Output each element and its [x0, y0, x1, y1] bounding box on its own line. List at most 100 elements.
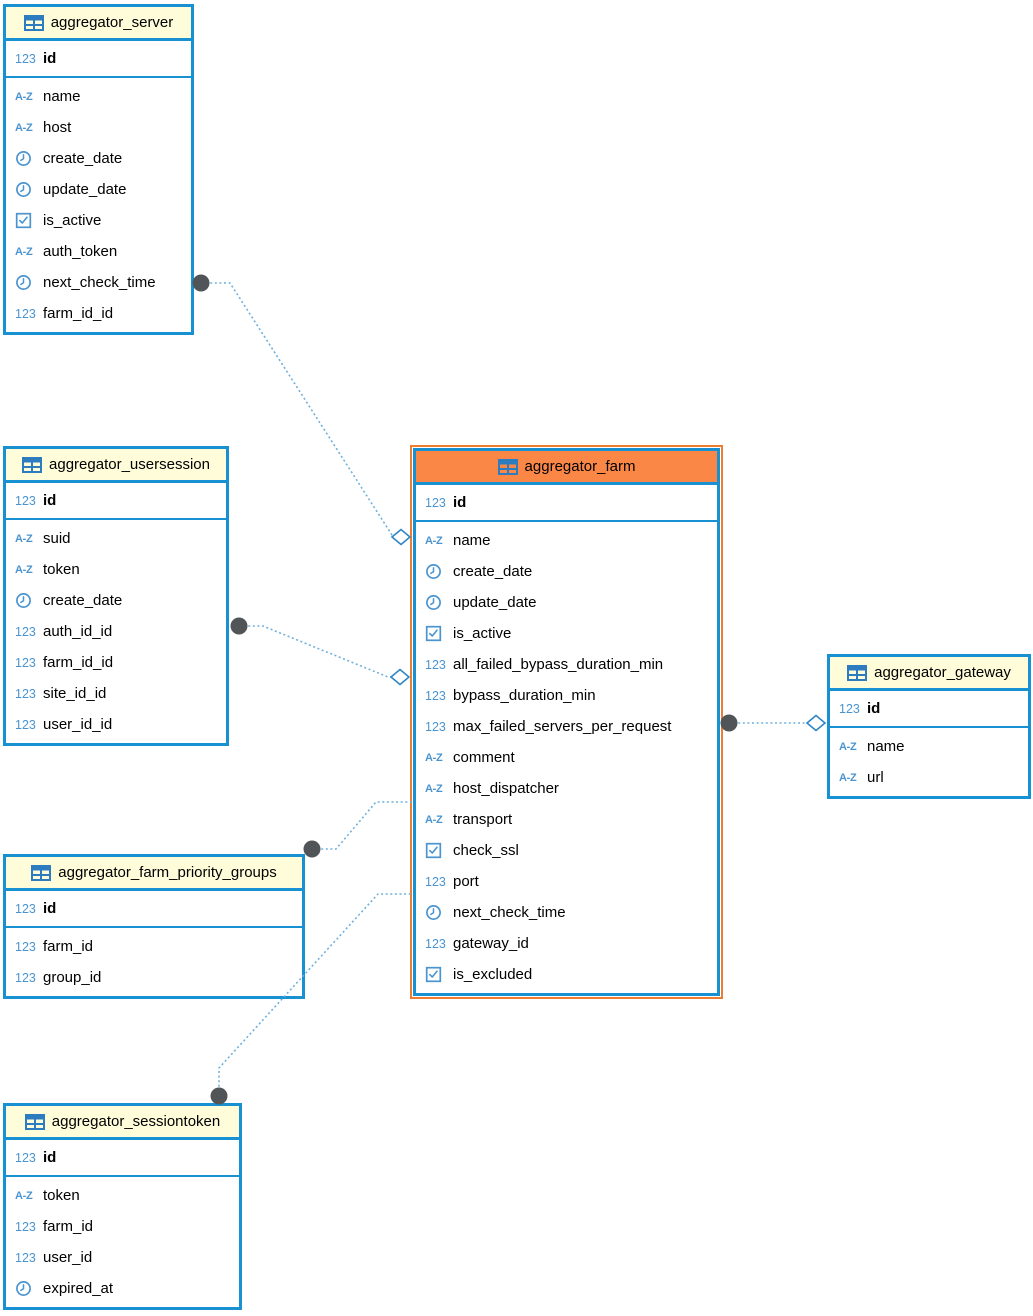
column-name: farm_id_id — [43, 654, 114, 671]
entity-header[interactable]: aggregator_server — [6, 7, 191, 41]
column-row[interactable]: is_active — [6, 205, 191, 236]
relation-source-dot — [210, 1087, 228, 1105]
column-row[interactable]: create_date — [6, 143, 191, 174]
column-row[interactable]: is_excluded — [416, 959, 717, 990]
entity-header[interactable]: aggregator_farm_priority_groups — [6, 857, 302, 891]
column-row[interactable]: 123 id — [830, 693, 1028, 724]
column-name: host — [43, 119, 72, 136]
column-name: auth_id_id — [43, 623, 113, 640]
column-row[interactable]: expired_at — [6, 1273, 239, 1304]
number-type-icon: 123 — [425, 719, 446, 734]
entity-header[interactable]: aggregator_farm — [416, 451, 717, 485]
number-type-icon: 123 — [15, 493, 36, 508]
column-row[interactable]: is_active — [416, 618, 717, 649]
datetime-type-icon — [15, 592, 41, 609]
column-name: id — [43, 900, 57, 917]
datetime-type-icon — [425, 594, 451, 611]
column-row[interactable]: 123 id — [6, 485, 226, 516]
column-name: comment — [453, 749, 515, 766]
number-type-icon: 123 — [839, 701, 860, 716]
column-name: bypass_duration_min — [453, 687, 596, 704]
column-row[interactable]: update_date — [6, 174, 191, 205]
column-row[interactable]: create_date — [416, 556, 717, 587]
column-name: token — [43, 1187, 80, 1204]
column-name: site_id_id — [43, 685, 107, 702]
column-name: next_check_time — [453, 904, 566, 921]
table-icon — [497, 458, 518, 475]
number-type-icon: 123 — [15, 624, 36, 639]
column-row[interactable]: 123 id — [6, 1142, 239, 1173]
primary-key-section: 123 id — [6, 1140, 239, 1177]
column-row[interactable]: check_ssl — [416, 835, 717, 866]
datetime-type-icon — [425, 563, 451, 580]
table-name: aggregator_server — [50, 14, 174, 31]
relation-source-dot — [192, 274, 210, 292]
entity-header[interactable]: aggregator_sessiontoken — [6, 1106, 239, 1140]
text-type-icon: A-Z — [15, 532, 33, 545]
column-row[interactable]: 123 auth_id_id — [6, 616, 226, 647]
column-row[interactable]: next_check_time — [416, 897, 717, 928]
relation-aggregator-farm-priority-groups-to-aggregator-farm[interactable] — [303, 801, 414, 858]
relation-line[interactable] — [239, 625, 400, 678]
datetime-type-icon — [425, 904, 451, 921]
relation-line[interactable] — [201, 282, 402, 538]
number-type-icon: 123 — [15, 1150, 36, 1165]
column-name: id — [43, 492, 57, 509]
column-name: token — [43, 561, 80, 578]
relation-line[interactable] — [312, 801, 413, 850]
number-type-icon: 123 — [15, 1219, 36, 1234]
column-name: id — [43, 1149, 57, 1166]
column-row[interactable]: next_check_time — [6, 267, 191, 298]
column-name: next_check_time — [43, 274, 156, 291]
table-icon — [23, 14, 44, 31]
column-row[interactable]: update_date — [416, 587, 717, 618]
column-name: id — [867, 700, 881, 717]
boolean-type-icon — [425, 842, 451, 859]
column-row[interactable]: create_date — [6, 585, 226, 616]
relation-aggregator-farm-to-aggregator-gateway[interactable] — [720, 714, 827, 732]
entity-header[interactable]: aggregator_gateway — [830, 657, 1028, 691]
entity-header[interactable]: aggregator_usersession — [6, 449, 226, 483]
column-name: create_date — [43, 150, 123, 167]
table-name: aggregator_farm_priority_groups — [58, 864, 277, 881]
column-name: auth_token — [43, 243, 118, 260]
relation-aggregator-usersession-to-aggregator-farm[interactable] — [230, 617, 411, 686]
